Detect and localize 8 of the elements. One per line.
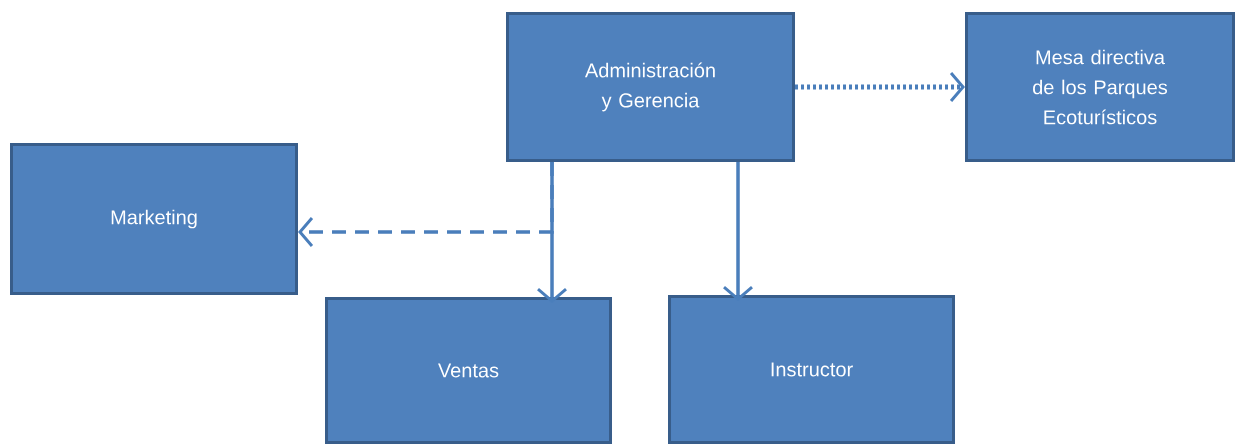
arrow <box>795 72 965 102</box>
org-box: Mesa directiva de los Parques Ecoturísticos <box>965 12 1235 162</box>
org-box: Ventas <box>325 297 612 444</box>
org-box: Marketing <box>10 143 298 295</box>
org-box: Administración y Gerencia <box>506 12 795 162</box>
org-box: Instructor <box>668 295 955 444</box>
arrow <box>723 162 753 301</box>
arrow <box>537 162 567 303</box>
